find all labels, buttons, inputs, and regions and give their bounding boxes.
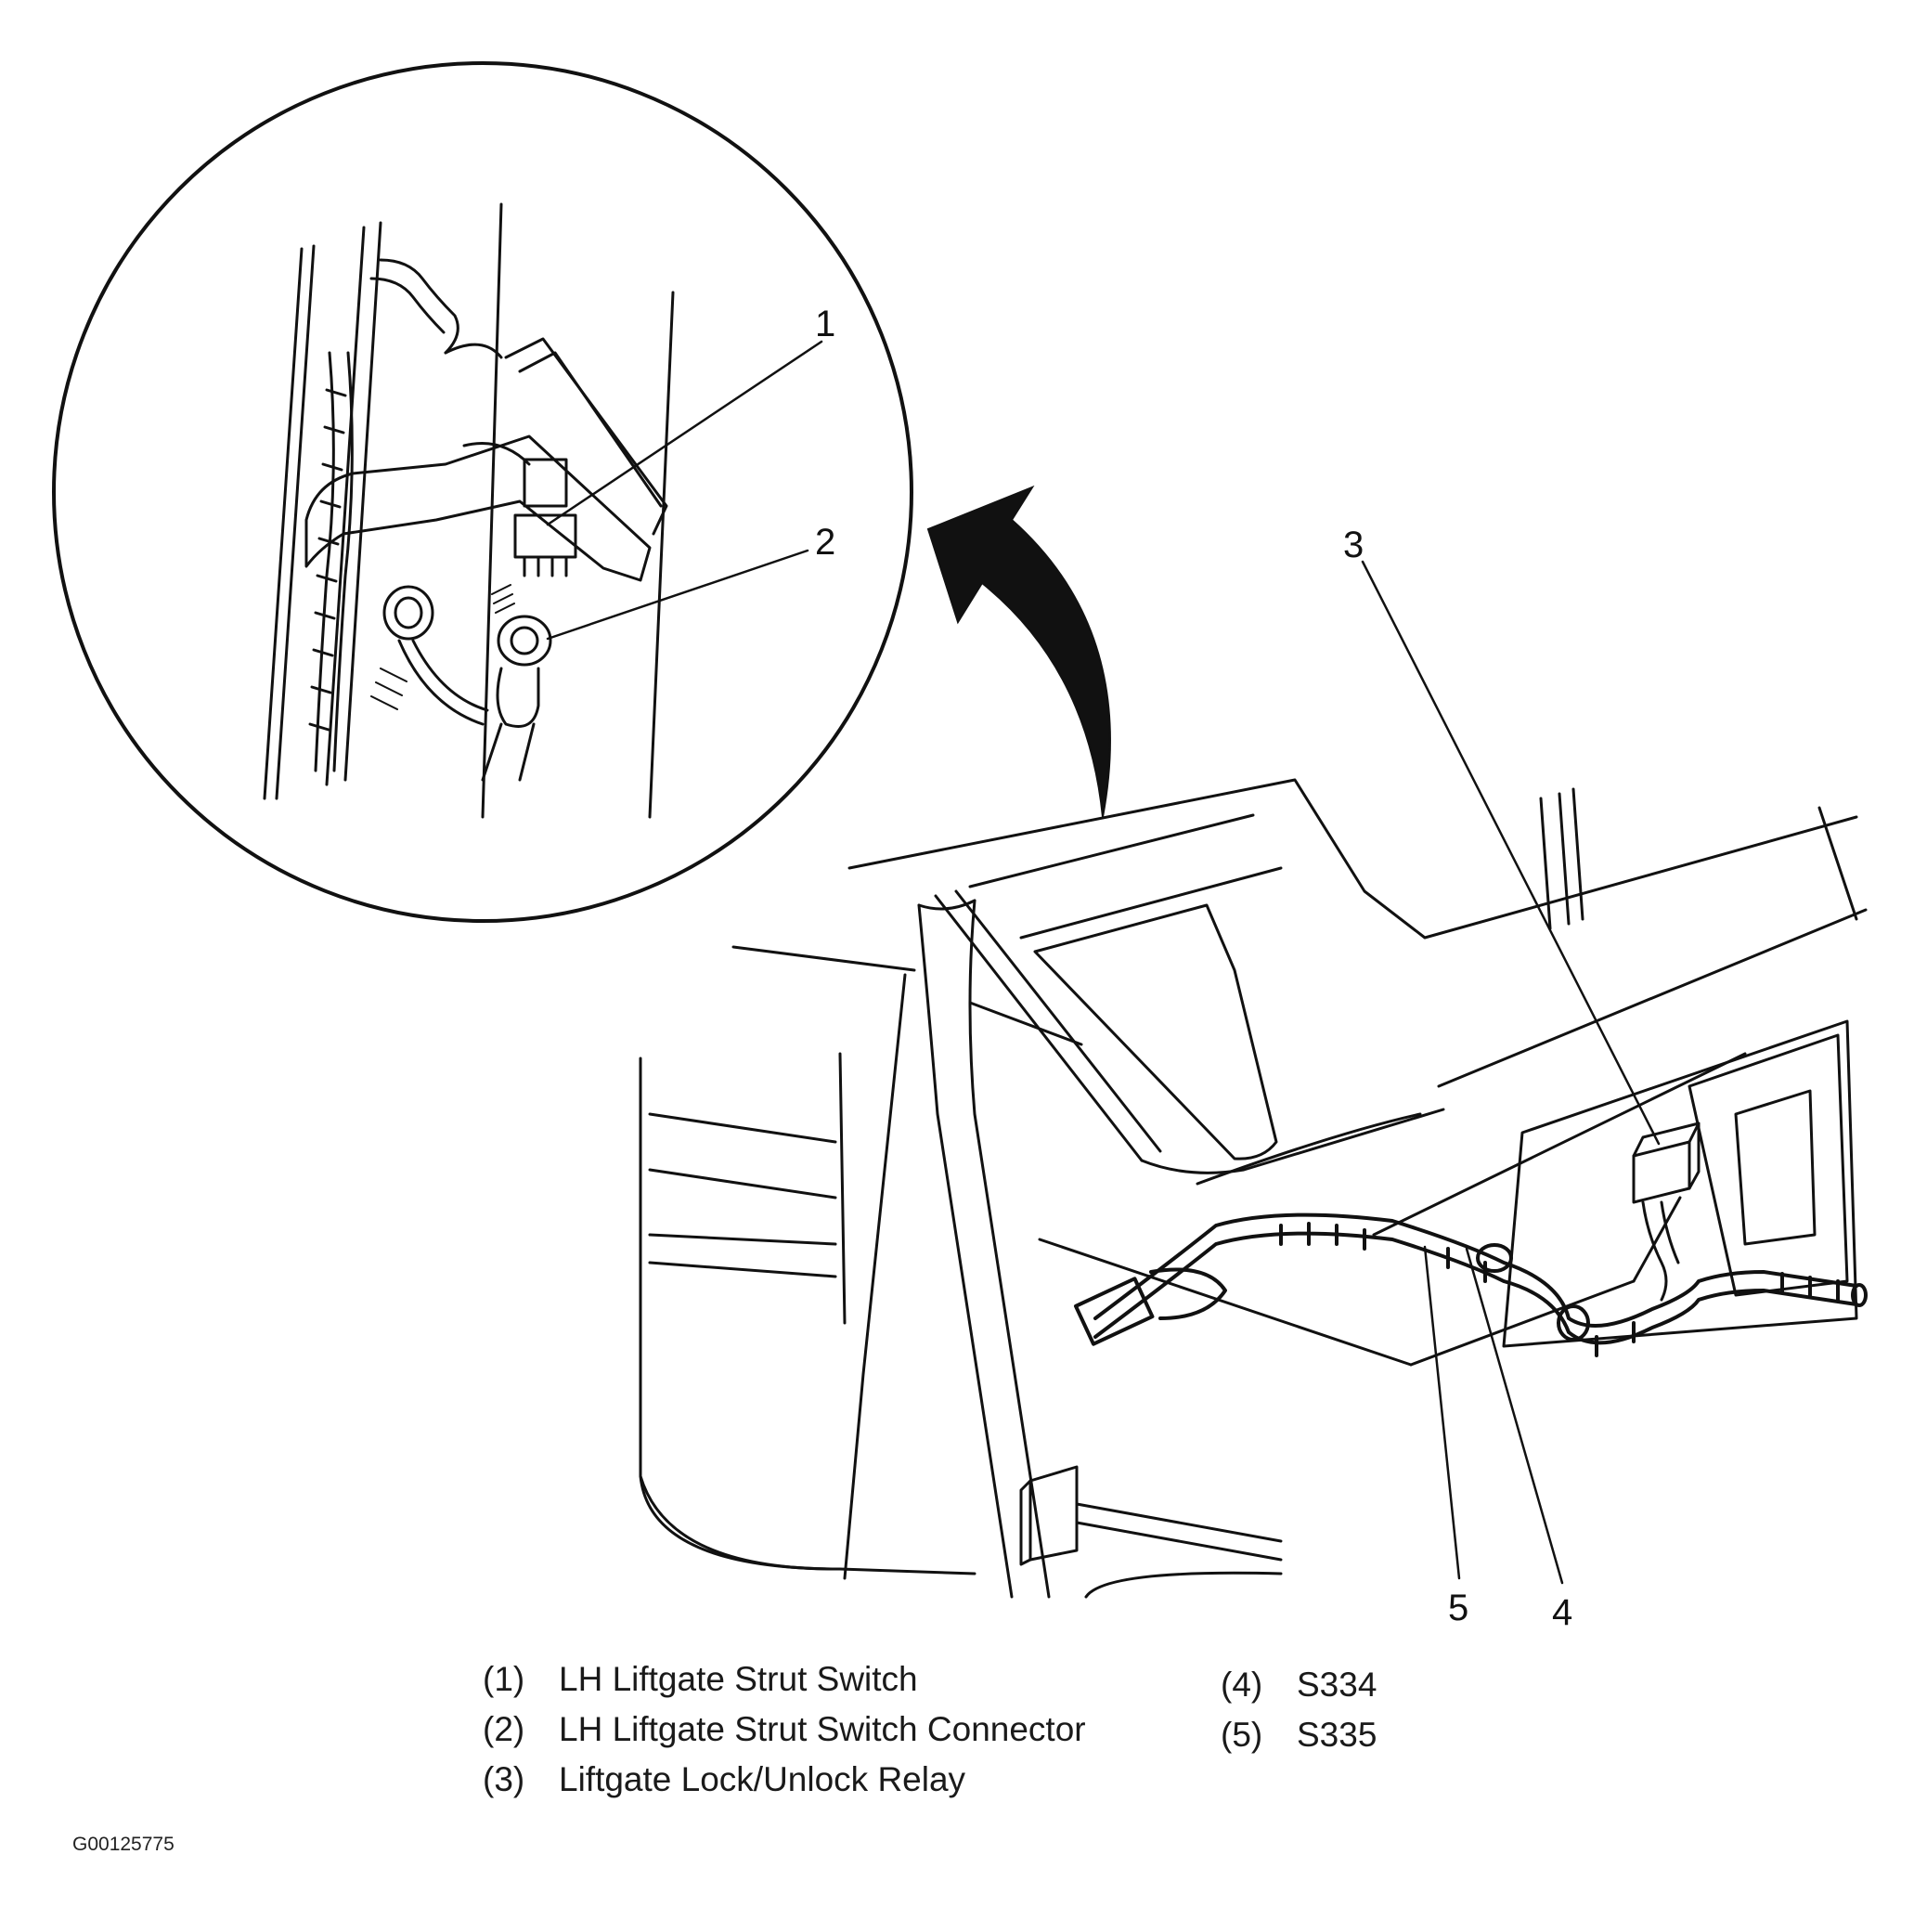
inset-strut-bar [263, 202, 675, 819]
leader-line-5 [1423, 1245, 1461, 1580]
vehicle-body [639, 778, 1868, 1599]
legend-item-label: S335 [1297, 1716, 1377, 1754]
legend-item-label: S334 [1297, 1666, 1377, 1704]
legend-item-number: (5) [1221, 1716, 1263, 1754]
inset-switch-1 [462, 442, 577, 577]
legend-item-number: (1) [483, 1660, 525, 1698]
leader-line-1 [546, 340, 823, 526]
legend-item-number: (4) [1221, 1666, 1263, 1704]
legend-item-number: (2) [483, 1710, 525, 1748]
callout-number-1: 1 [815, 304, 835, 344]
leader-line-2 [546, 549, 809, 641]
detail-inset [52, 61, 913, 923]
wiring-harness [1073, 1212, 1868, 1357]
lock-unlock-relay [1632, 1122, 1701, 1302]
legend-item-label: LH Liftgate Strut Switch Connector [559, 1710, 1086, 1748]
legend-item-label: LH Liftgate Strut Switch [559, 1660, 918, 1698]
inset-connector-2 [382, 585, 552, 782]
detail-inset-circle [52, 61, 913, 923]
figure-id: G00125775 [72, 1834, 175, 1855]
legend-item-number: (3) [483, 1760, 525, 1798]
leader-line-4 [1465, 1247, 1564, 1585]
callout-number-2: 2 [815, 522, 835, 563]
inset-hatching [370, 584, 515, 710]
callout-leaders [546, 340, 1661, 1585]
curved-arrow-icon [926, 485, 1111, 818]
callout-number-4: 4 [1552, 1592, 1572, 1633]
inset-bracket [304, 337, 668, 582]
inset-coiled-wire [308, 258, 459, 772]
leader-line-3 [1361, 560, 1661, 1146]
callout-number-3: 3 [1343, 525, 1364, 565]
legend-item-label: Liftgate Lock/Unlock Relay [559, 1760, 966, 1798]
callout-number-5: 5 [1448, 1588, 1468, 1628]
legend: (1) LH Liftgate Strut Switch (2) LH Lift… [483, 1660, 1411, 1799]
